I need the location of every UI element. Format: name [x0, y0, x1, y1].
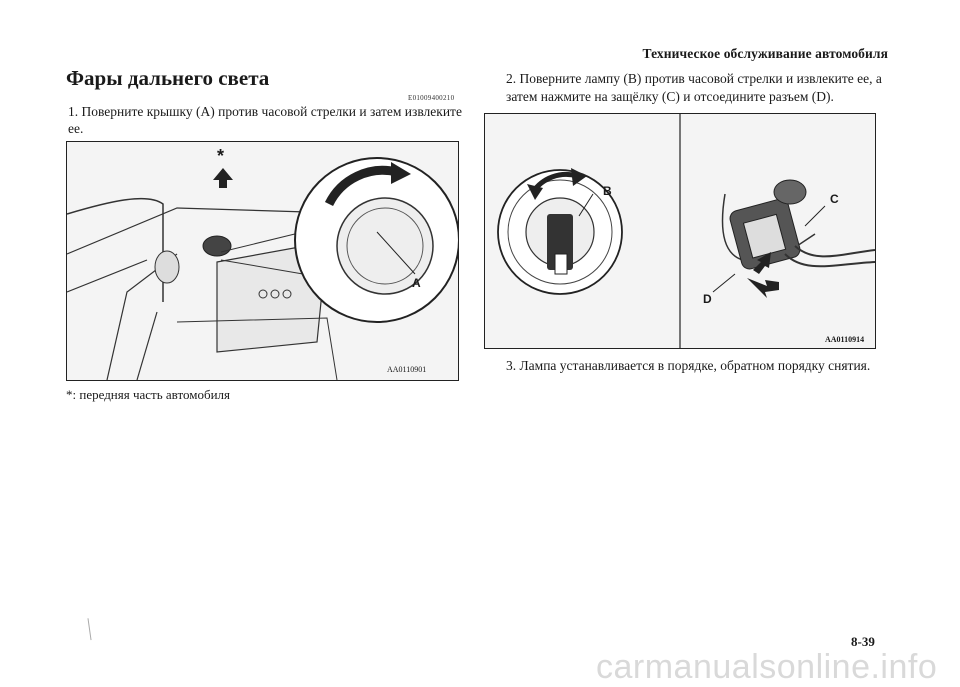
page-number: 8-39	[851, 634, 875, 649]
scan-mark	[87, 617, 95, 641]
label-b: B	[603, 184, 612, 198]
figure-cap-removal: * A AA0110901	[66, 141, 459, 381]
figure-bulb-removal: B C D AA0110914	[484, 113, 876, 349]
cap-removal-illustration	[67, 157, 458, 380]
watermark: carmanualsonline.info	[596, 648, 938, 686]
label-c: C	[830, 192, 839, 206]
page-title: Фары дальнего света	[66, 66, 270, 90]
footnote: *: передняя часть автомобиля	[66, 387, 231, 402]
label-a: A	[412, 276, 421, 290]
document-code: E01009400210	[408, 94, 455, 102]
figure-code: AA0110914	[825, 335, 865, 344]
front-marker-star: *	[217, 146, 225, 166]
step-1-text: 1. Поверните крышку (А) против часовой с…	[68, 104, 462, 136]
step-3-text: 3. Лампа устанавливается в порядке, обра…	[506, 358, 871, 373]
label-d: D	[703, 292, 712, 306]
figure-code: AA0110901	[387, 365, 427, 374]
bulb-removal-illustration	[497, 114, 875, 348]
section-header: Техническое обслуживание автомобиля	[642, 46, 888, 61]
step-2-text: 2. Поверните лампу (В) против часовой ст…	[506, 71, 882, 104]
